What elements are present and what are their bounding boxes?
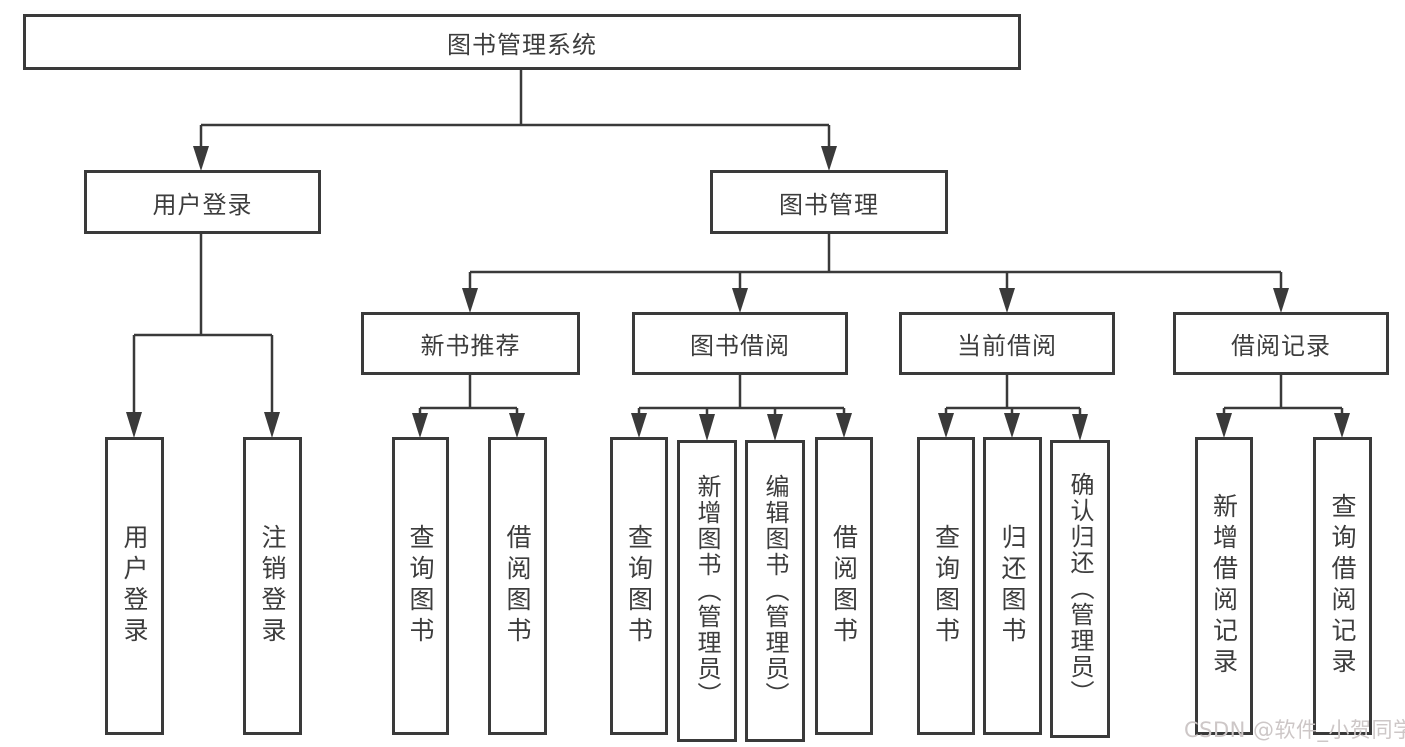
node-borrowing-records: 借阅记录 (1173, 312, 1389, 375)
connector-records-to-leaves (1216, 375, 1350, 438)
node-label: 用户登录 (152, 190, 253, 219)
leaf-label: 确认归还（管理员） (1066, 472, 1094, 706)
leaf-label: 查询图书 (406, 524, 435, 648)
node-label: 新书推荐 (420, 332, 521, 360)
leaf-add-borrow-record: 新增借阅记录 (1195, 437, 1253, 735)
leaf-edit-books-admin: 编辑图书（管理员） (745, 440, 805, 742)
leaf-label: 查询图书 (624, 524, 654, 648)
node-label: 借阅记录 (1231, 332, 1331, 360)
connector-borrowing-to-leaves (631, 375, 852, 441)
leaf-label: 查询借阅记录 (1328, 493, 1357, 679)
connector-current-to-leaves (938, 375, 1088, 441)
leaf-label: 新增图书（管理员） (693, 474, 721, 708)
leaf-query-borrow-record: 查询借阅记录 (1313, 437, 1372, 735)
leaf-query-books: 查询图书 (610, 437, 668, 735)
node-library-management-system: 图书管理系统 (23, 14, 1021, 70)
leaf-query-books: 查询图书 (392, 437, 449, 735)
leaf-return-books: 归还图书 (983, 437, 1042, 735)
connector-login-to-leaves (126, 234, 280, 438)
node-book-borrowing: 图书借阅 (632, 312, 848, 375)
node-label: 当前借阅 (957, 332, 1057, 360)
leaf-label: 新增借阅记录 (1209, 493, 1239, 679)
leaf-add-books-admin: 新增图书（管理员） (677, 440, 737, 742)
leaf-borrow-books: 借阅图书 (488, 437, 547, 735)
watermark-csdn: CSDN @软件_小贺同学 (1184, 718, 1405, 742)
leaf-label: 注销登录 (258, 524, 287, 648)
leaf-label: 借阅图书 (503, 524, 532, 648)
leaf-label: 归还图书 (998, 524, 1027, 648)
leaf-logout-login: 注销登录 (243, 437, 302, 735)
leaf-confirm-return-admin: 确认归还（管理员） (1050, 440, 1110, 738)
node-new-book-recommend: 新书推荐 (361, 312, 580, 375)
leaf-label: 用户登录 (120, 524, 149, 648)
node-label: 图书管理系统 (447, 30, 597, 59)
node-label: 图书借阅 (690, 332, 790, 360)
leaf-user-login: 用户登录 (105, 437, 164, 735)
node-book-management: 图书管理 (710, 170, 948, 234)
leaf-borrow-books: 借阅图书 (815, 437, 873, 735)
node-user-login: 用户登录 (84, 170, 321, 234)
node-current-borrowing: 当前借阅 (899, 312, 1115, 375)
connector-newbooks-to-leaves (412, 375, 525, 438)
connector-root-to-level2 (193, 70, 837, 171)
connector-management-to-level3 (462, 234, 1289, 313)
leaf-label: 编辑图书（管理员） (761, 474, 789, 708)
leaf-label: 借阅图书 (829, 524, 859, 648)
leaf-query-books: 查询图书 (917, 437, 975, 735)
leaf-label: 查询图书 (931, 524, 961, 648)
node-label: 图书管理 (779, 190, 879, 219)
